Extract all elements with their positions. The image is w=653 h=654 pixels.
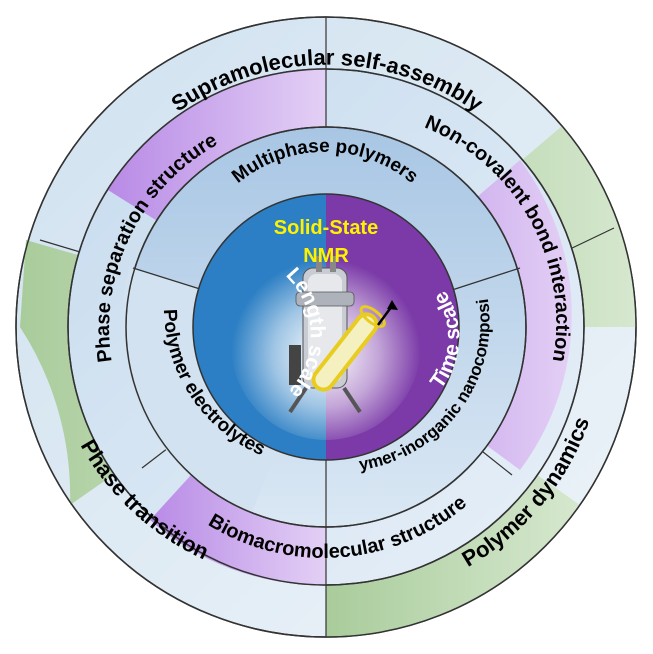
nmr-spectrometer-icon <box>288 256 398 414</box>
core-title-line2: NMR <box>303 245 349 267</box>
core-title-line1: Solid-State <box>274 217 378 239</box>
